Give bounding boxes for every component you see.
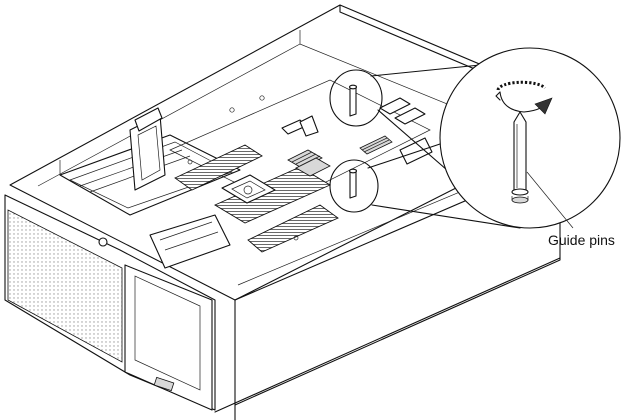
- label-leader: [526, 171, 574, 229]
- magnified-detail: [439, 47, 621, 229]
- guide-pin-lower-small: [348, 168, 358, 199]
- chassis-floor: [37, 43, 561, 286]
- front-bezel: [4, 194, 216, 411]
- pin-highlight-upper: [329, 69, 383, 127]
- rotate-clockwise-arrow-icon: [495, 80, 553, 115]
- dimm-bank-front: [247, 204, 339, 253]
- system-board: [169, 79, 433, 253]
- detail-circle: [439, 47, 621, 229]
- guide-pins-label: Guide pins: [548, 232, 615, 248]
- bezel-mesh-left: [7, 209, 123, 363]
- guide-pin-upper-small: [348, 84, 358, 117]
- pin-highlight-lower: [329, 159, 379, 213]
- processor-socket: [221, 174, 276, 204]
- dimm-bank-left: [174, 144, 263, 191]
- guide-pin-large: [513, 111, 527, 193]
- bezel-latch: [153, 376, 175, 392]
- fan-brackets: [129, 107, 166, 191]
